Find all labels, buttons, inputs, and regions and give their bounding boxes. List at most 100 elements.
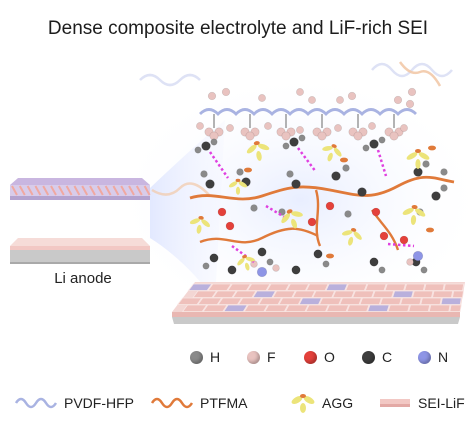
- sei-lif-tile: [379, 297, 402, 305]
- nitrogen-atom-icon: [418, 350, 431, 364]
- atom-c: [205, 179, 215, 189]
- atom-label: H: [210, 349, 221, 365]
- atom-f: [264, 122, 272, 130]
- sei-lif-tile: [217, 297, 243, 305]
- figure-title: Dense composite electrolyte and LiF-rich…: [47, 18, 429, 39]
- film-stripe: [143, 185, 151, 196]
- bg-strand-top-left: [139, 73, 201, 87]
- sei-lif-tile: [227, 283, 252, 291]
- film-stripe: [42, 185, 50, 196]
- agg-part: [242, 254, 247, 259]
- agg-cluster: [322, 144, 342, 162]
- sei-lif-tile: [451, 290, 464, 298]
- atom-o: [307, 217, 317, 227]
- bg-strand-orange-2: [151, 182, 211, 197]
- film-stripe: [34, 185, 42, 196]
- atom-f: [407, 87, 417, 97]
- sei-lif-tile: [207, 283, 232, 291]
- sei-lif-tile: [352, 290, 375, 298]
- atom-h: [236, 168, 244, 176]
- hydrogen-atom-icon: [190, 350, 203, 364]
- li-anode-edge: [10, 262, 150, 264]
- atom-h: [362, 144, 370, 152]
- agg-part: [257, 143, 270, 151]
- film-stripe: [73, 185, 81, 196]
- atom-f: [196, 122, 204, 130]
- wavy-line-icon: [150, 397, 194, 409]
- sei-lif-tile: [449, 304, 462, 312]
- film-stripe: [89, 185, 96, 196]
- agg-part: [291, 211, 303, 217]
- ptfma-bead: [326, 253, 334, 259]
- agg-part: [286, 209, 293, 214]
- sei-lif-tile: [181, 304, 208, 312]
- agg-part: [348, 236, 354, 246]
- film-stripe: [81, 185, 89, 196]
- material-label: PTFMA: [200, 395, 248, 411]
- sei-lif-tile: [346, 304, 370, 312]
- agg-part: [189, 218, 201, 225]
- atom-f: [281, 131, 291, 141]
- agg-part: [350, 228, 357, 232]
- li-anode-sei: [10, 246, 150, 250]
- ptfma-side-chain: [314, 189, 322, 247]
- atom-label: O: [324, 349, 335, 365]
- atom-c: [369, 139, 379, 149]
- agg-part: [238, 181, 248, 188]
- material-label: AGG: [322, 395, 354, 411]
- atom-f: [296, 88, 304, 96]
- atom-n: [412, 250, 424, 262]
- atom-c: [257, 247, 267, 257]
- sei-layer-side: [172, 312, 460, 317]
- film-stripe: [50, 185, 57, 196]
- atom-c: [313, 249, 323, 259]
- sei-lif-tile: [325, 304, 350, 312]
- atom-h: [298, 134, 306, 142]
- film-stripe: [26, 185, 34, 196]
- atom-f: [226, 124, 234, 132]
- atom-f: [296, 126, 304, 134]
- sei-lif-tile: [264, 304, 289, 312]
- ptfma-chain: [189, 175, 455, 201]
- sei-lif-tile: [443, 283, 465, 291]
- sei-lif-tile: [258, 297, 283, 305]
- agg-part: [415, 159, 421, 169]
- sei-lif-tile: [197, 297, 223, 305]
- atom-f: [400, 124, 408, 132]
- atom-f: [389, 131, 399, 141]
- atom-c: [291, 179, 301, 189]
- sei-lif-tile: [176, 297, 203, 305]
- material-label: SEI-LiF: [418, 395, 465, 411]
- sei-lif-tile: [187, 283, 213, 291]
- atom-legend-item-o: O: [304, 347, 335, 367]
- wavy-line-icon: [14, 397, 58, 409]
- agg-part: [235, 178, 241, 182]
- atom-o: [225, 221, 235, 231]
- agg-part: [410, 214, 417, 225]
- oxygen-atom-icon: [304, 350, 317, 364]
- atom-f: [368, 122, 376, 130]
- sei-lif-tile: [252, 290, 277, 298]
- hydrogen-bond: [208, 151, 230, 179]
- ptfma-bead: [340, 157, 348, 163]
- atom-f: [258, 94, 266, 102]
- atom-c: [209, 253, 219, 263]
- atom-c: [369, 257, 379, 267]
- ptfma-side-chain: [199, 227, 319, 244]
- atom-f: [405, 99, 415, 109]
- sei-lif-tile: [408, 304, 431, 312]
- agg-part: [353, 231, 362, 240]
- atom-h: [322, 260, 330, 268]
- sei-lif-tile: [428, 304, 451, 312]
- hydrogen-bond: [387, 242, 415, 248]
- agg-part: [415, 208, 426, 217]
- agg-part: [415, 149, 421, 153]
- ptfma-bead: [428, 145, 436, 151]
- atom-h: [282, 142, 290, 150]
- atom-h: [266, 258, 274, 266]
- agg-cluster: [341, 228, 362, 246]
- sei-lif-tile: [284, 304, 309, 312]
- sei-lif-tile: [246, 283, 271, 291]
- agg-part: [235, 186, 241, 195]
